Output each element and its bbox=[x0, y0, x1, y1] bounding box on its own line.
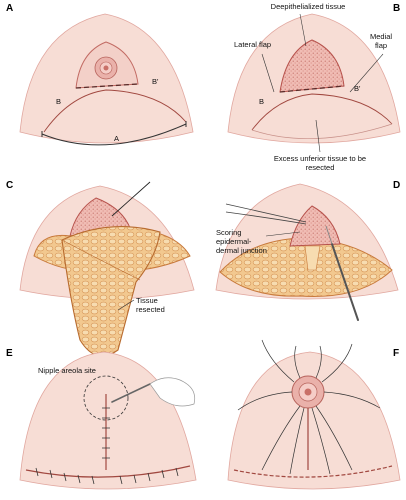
panel-label-d: D bbox=[393, 180, 401, 191]
panel-a-drawing bbox=[19, 13, 194, 146]
panel-b-leader-deepithelialized bbox=[299, 13, 307, 47]
panel-a-arc bbox=[41, 123, 187, 146]
panel-e-scalpel bbox=[111, 383, 151, 403]
panel-b-point-b: B bbox=[259, 97, 265, 106]
panel-d-forceps bbox=[225, 203, 307, 225]
panel-b-dashed-line bbox=[279, 85, 345, 93]
panel-e-horizontal-incision bbox=[25, 465, 191, 478]
panel-d-scoring-label: Scoring epidermal-dermal junction bbox=[216, 228, 267, 255]
panel-b-medial-flap-label: Medial flap bbox=[369, 32, 393, 50]
panel-d-deepithelialized-area bbox=[289, 205, 341, 247]
panel-e-nipple-site-label: Nipple areola site bbox=[38, 366, 96, 375]
panel-e-nipple-site-circle bbox=[83, 375, 129, 421]
panel-e-hand bbox=[149, 377, 196, 407]
panel-d-drawing bbox=[215, 183, 399, 321]
panel-b-point-b-prime: B' bbox=[354, 84, 361, 93]
panel-b-excess-label: Excess unferior tissue to be resected bbox=[273, 154, 367, 172]
panel-d-scalpel bbox=[331, 243, 359, 321]
panel-d-fat-bed bbox=[219, 237, 393, 297]
panel-c-leader-resected bbox=[117, 299, 135, 311]
panel-e-drawing bbox=[19, 351, 197, 490]
panel-c-tissue-resected-label: Tissue resected bbox=[136, 296, 165, 314]
panel-a-point-a: A bbox=[114, 134, 120, 143]
panel-b-leader-excess bbox=[315, 119, 321, 153]
panel-f-drawing bbox=[227, 339, 401, 490]
panel-f-horizontal-incision bbox=[233, 465, 393, 478]
panel-c-instrument bbox=[111, 181, 151, 217]
panel-a-point-b-prime: B' bbox=[152, 77, 159, 86]
panel-d-leader-scoring bbox=[265, 231, 301, 237]
panel-a-point-b: B bbox=[56, 97, 62, 106]
panel-e-sutures bbox=[35, 407, 179, 485]
panel-label-f: F bbox=[393, 348, 400, 359]
panel-b-leader-lateral bbox=[261, 53, 275, 93]
panel-a-lower-incision bbox=[43, 89, 187, 133]
panel-a-dashed-line bbox=[75, 83, 139, 89]
panel-c-drawing bbox=[19, 181, 195, 357]
panel-b-lower-flap-outline bbox=[251, 93, 393, 131]
panel-label-b: B bbox=[393, 3, 401, 14]
panel-c-resected-tissue bbox=[61, 226, 161, 357]
panel-label-a: A bbox=[6, 3, 14, 14]
panel-f-breast bbox=[227, 351, 401, 490]
panel-b-lateral-flap-label: Lateral flap bbox=[234, 40, 272, 49]
panel-b-leader-medial bbox=[349, 53, 384, 93]
panel-label-e: E bbox=[6, 348, 13, 359]
panel-b-drawing bbox=[227, 13, 401, 153]
panel-b-deepithelialized-label: Deepithelialized tissue bbox=[270, 2, 346, 11]
panel-f-sutures bbox=[237, 339, 381, 475]
panel-label-c: C bbox=[6, 180, 14, 191]
